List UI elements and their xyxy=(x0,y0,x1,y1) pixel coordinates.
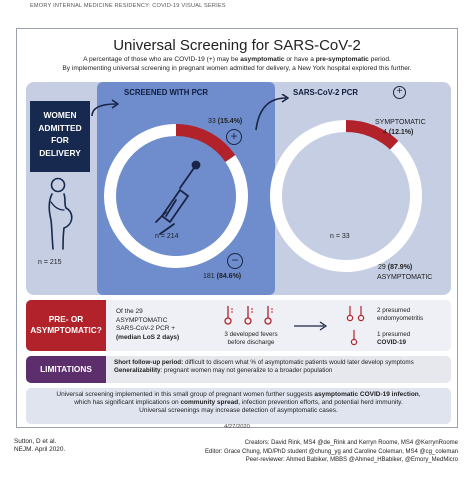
intro-text-3: period. xyxy=(368,56,391,63)
negative-count-value: 181 xyxy=(203,273,217,280)
symptomatic-pct: (12.1%) xyxy=(388,129,414,136)
outcome-1-line-1: 2 presumed xyxy=(377,307,411,314)
arrow-to-screened-icon xyxy=(91,99,119,117)
arrow-to-pcr-icon xyxy=(255,94,289,131)
intro-text-1: A percentage of those who are COVID-19 (… xyxy=(83,56,241,63)
limitations-label: LIMITATIONS xyxy=(26,356,106,383)
screened-donut-chart xyxy=(104,124,248,268)
outcome-2-line-2: COVID-19 xyxy=(377,339,407,346)
asymptomatic-count-value: 29 xyxy=(378,264,388,271)
publication-date: 4/27/2020 xyxy=(224,424,250,430)
citation: Sutton, D et al. NEJM. April 2020. xyxy=(14,438,65,454)
series-label: EMORY INTERNAL MEDICINE RESIDENCY: COVID… xyxy=(30,3,226,9)
conclusion-1b: asymptomatic COVID-19 infection xyxy=(314,391,419,398)
outcome-1-line-2: endomyometritis xyxy=(377,315,424,322)
pregnant-woman-icon xyxy=(48,177,73,250)
donut-slice-negative xyxy=(104,124,248,268)
conclusion-2b: community spread xyxy=(180,399,239,407)
asymptomatic-label: ASYMPTOMATIC xyxy=(377,274,433,281)
presymptomatic-label-box: PRE- OR ASYMPTOMATIC? xyxy=(26,300,106,351)
limitation-2: Generalizability: pregnant women may not… xyxy=(114,367,450,375)
limitation-1: Short follow-up period: difficult to dis… xyxy=(114,359,450,367)
women-line-3: FOR xyxy=(51,135,69,145)
limitations-text: Short follow-up period: difficult to dis… xyxy=(114,359,450,376)
branch-arrow-icon xyxy=(294,321,328,331)
screened-title: SCREENED WITH PCR xyxy=(124,88,209,97)
pcr-positive-title: SARS-CoV-2 PCR xyxy=(293,88,358,97)
thermometer-icons xyxy=(224,306,273,325)
thermometer-outcome-icons xyxy=(346,306,365,346)
credits-editor: Editor: Grace Chung, MD/PhD student @chu… xyxy=(205,448,458,455)
credits-reviewer: Peer-reviewer: Ahmed Babiker, MBBS @Ahme… xyxy=(245,457,458,463)
limitation-1-title: Short follow-up period: xyxy=(114,359,184,366)
negative-pct: (84.6%) xyxy=(216,273,242,280)
pcr-positive-donut-chart xyxy=(270,120,422,272)
presymp-desc-3: SARS-CoV-2 PCR + xyxy=(116,325,176,333)
outcome-1: 2 presumed endomyometritis xyxy=(377,307,423,323)
conclusion-line-1: Universal screening implemented in this … xyxy=(26,391,451,399)
outcome-2-line-1: 1 presumed xyxy=(377,331,411,338)
limitation-2-title: Generalizability xyxy=(114,367,161,375)
screened-donut-chart-series xyxy=(104,124,248,268)
outcome-2: 1 presumed COVID-19 xyxy=(377,331,410,347)
intro-text: A percentage of those who are COVID-19 (… xyxy=(40,55,434,73)
presymp-desc-1: Of the 29 xyxy=(116,308,143,315)
pcr-positive-donut-chart-series xyxy=(270,120,422,272)
conclusion-line-3: Universal screenings may increase detect… xyxy=(139,407,338,415)
plus-circle-icon: + xyxy=(226,129,242,145)
minus-circle-icon: − xyxy=(227,253,243,269)
test-tube-icon xyxy=(155,160,201,235)
intro-asymptomatic: asymptomatic xyxy=(240,56,285,63)
positive-count: 33 (15.4%) xyxy=(208,118,242,125)
presymptomatic-label-2: ASYMPTOMATIC? xyxy=(30,325,102,335)
citation-line-1: Sutton, D et al. xyxy=(14,438,57,445)
presymptomatic-description: Of the 29 ASYMPTOMATIC SARS-CoV-2 PCR + … xyxy=(116,308,179,342)
donut-slice-asymptomatic xyxy=(270,120,422,272)
credits: Creators: David Rink, MS4 @de_Rink and K… xyxy=(178,439,458,465)
intro-presymptomatic: pre-symptomatic xyxy=(315,56,369,63)
women-count: n = 215 xyxy=(38,259,62,266)
asymptomatic-pct: (87.9%) xyxy=(387,264,413,271)
conclusion-1c: , xyxy=(418,391,421,398)
women-line-2: ADMITTED xyxy=(38,122,82,133)
fever-line-2: before discharge xyxy=(227,339,275,346)
credits-creators: Creators: David Rink, MS4 @de_Rink and K… xyxy=(244,440,458,446)
symptomatic-label: SYMPTOMATIC xyxy=(375,119,426,126)
page-title: Universal Screening for SARS-CoV-2 xyxy=(113,37,361,54)
conclusion-2a: which has significant implications on xyxy=(74,399,181,407)
screened-count: n = 214 xyxy=(155,233,179,240)
negative-count: 181 (84.6%) xyxy=(203,273,241,280)
positive-pct: (15.4%) xyxy=(217,118,243,125)
positive-count-value: 33 xyxy=(208,118,218,125)
pcr-positive-count: n = 33 xyxy=(330,233,350,240)
fever-line-1: 3 developed fevers xyxy=(224,331,278,338)
limitation-2-text: : pregnant women may not generalize to a… xyxy=(160,367,333,375)
conclusion-panel: Universal screening implemented in this … xyxy=(26,388,451,424)
intro-text-2: or have a xyxy=(284,56,316,63)
presymp-desc-4: (median LoS 2 days) xyxy=(116,333,180,341)
title-frame xyxy=(16,28,458,428)
limitation-1-text: difficult to discern what % of asymptoma… xyxy=(183,359,414,366)
citation-line-2: NEJM. April 2020. xyxy=(14,446,66,453)
women-admitted-box: WOMEN ADMITTED FOR Delivery xyxy=(30,101,90,172)
women-line-1: WOMEN xyxy=(43,110,77,120)
intro-line-2: By implementing universal screening in p… xyxy=(62,65,412,72)
donut-slice-symptomatic xyxy=(345,120,399,150)
symptomatic-count: 4 (12.1%) xyxy=(383,129,413,136)
conclusion-1a: Universal screening implemented in this … xyxy=(56,391,315,398)
symptomatic-count-value: 4 xyxy=(383,129,389,136)
women-line-4: Delivery xyxy=(39,147,81,158)
donut-slice-positive xyxy=(175,124,236,163)
presymp-desc-2: ASYMPTOMATIC xyxy=(116,316,168,324)
conclusion-2c: , infection prevention efforts, and pote… xyxy=(238,399,403,407)
presymptomatic-label-1: PRE- OR xyxy=(48,314,84,324)
plus-circle-small-icon: + xyxy=(393,86,406,99)
asymptomatic-count: 29 (87.9%) xyxy=(378,264,412,271)
fever-text: 3 developed fevers before discharge xyxy=(213,331,289,347)
conclusion-line-2: which has significant implications on co… xyxy=(26,399,451,407)
